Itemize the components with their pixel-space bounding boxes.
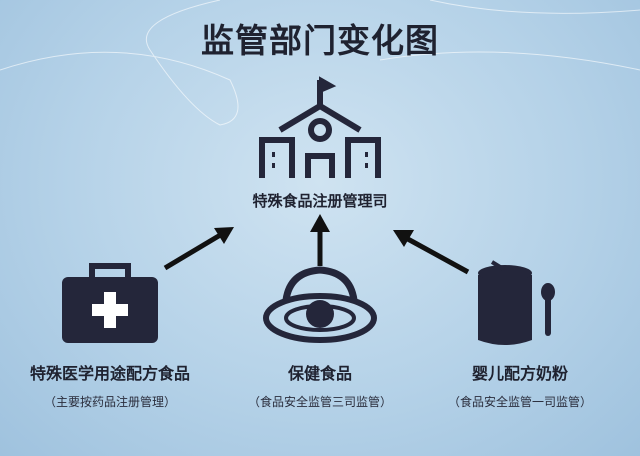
arrows — [163, 214, 470, 275]
arrow-right-head — [393, 230, 414, 247]
arrow-left — [163, 231, 224, 271]
decorative-swirls — [0, 0, 640, 126]
item-label-medical-food: 特殊医学用途配方食品 — [29, 364, 190, 383]
center-label: 特殊食品注册管理司 — [252, 192, 388, 210]
item-label-health-food: 保健食品 — [287, 364, 352, 383]
arrow-left-head — [214, 227, 234, 244]
item-label-infant-formula: 婴儿配方奶粉 — [471, 364, 568, 383]
page-title: 监管部门变化图 — [201, 21, 439, 60]
formula-can-icon — [478, 260, 555, 345]
spoon-bowl — [541, 283, 555, 301]
spoon-handle — [545, 296, 551, 336]
arrow-right — [404, 235, 470, 275]
medical-kit-icon — [62, 263, 158, 343]
item-note-infant-formula: （食品安全监管一司监管） — [447, 395, 592, 409]
item-note-health-food: （食品安全监管三司监管） — [247, 395, 392, 409]
health-food-icon — [263, 266, 377, 343]
item-note-medical-food: （主要按药品注册管理） — [43, 395, 176, 409]
arrow-middle-head — [310, 214, 330, 232]
school-building-icon — [259, 76, 381, 178]
